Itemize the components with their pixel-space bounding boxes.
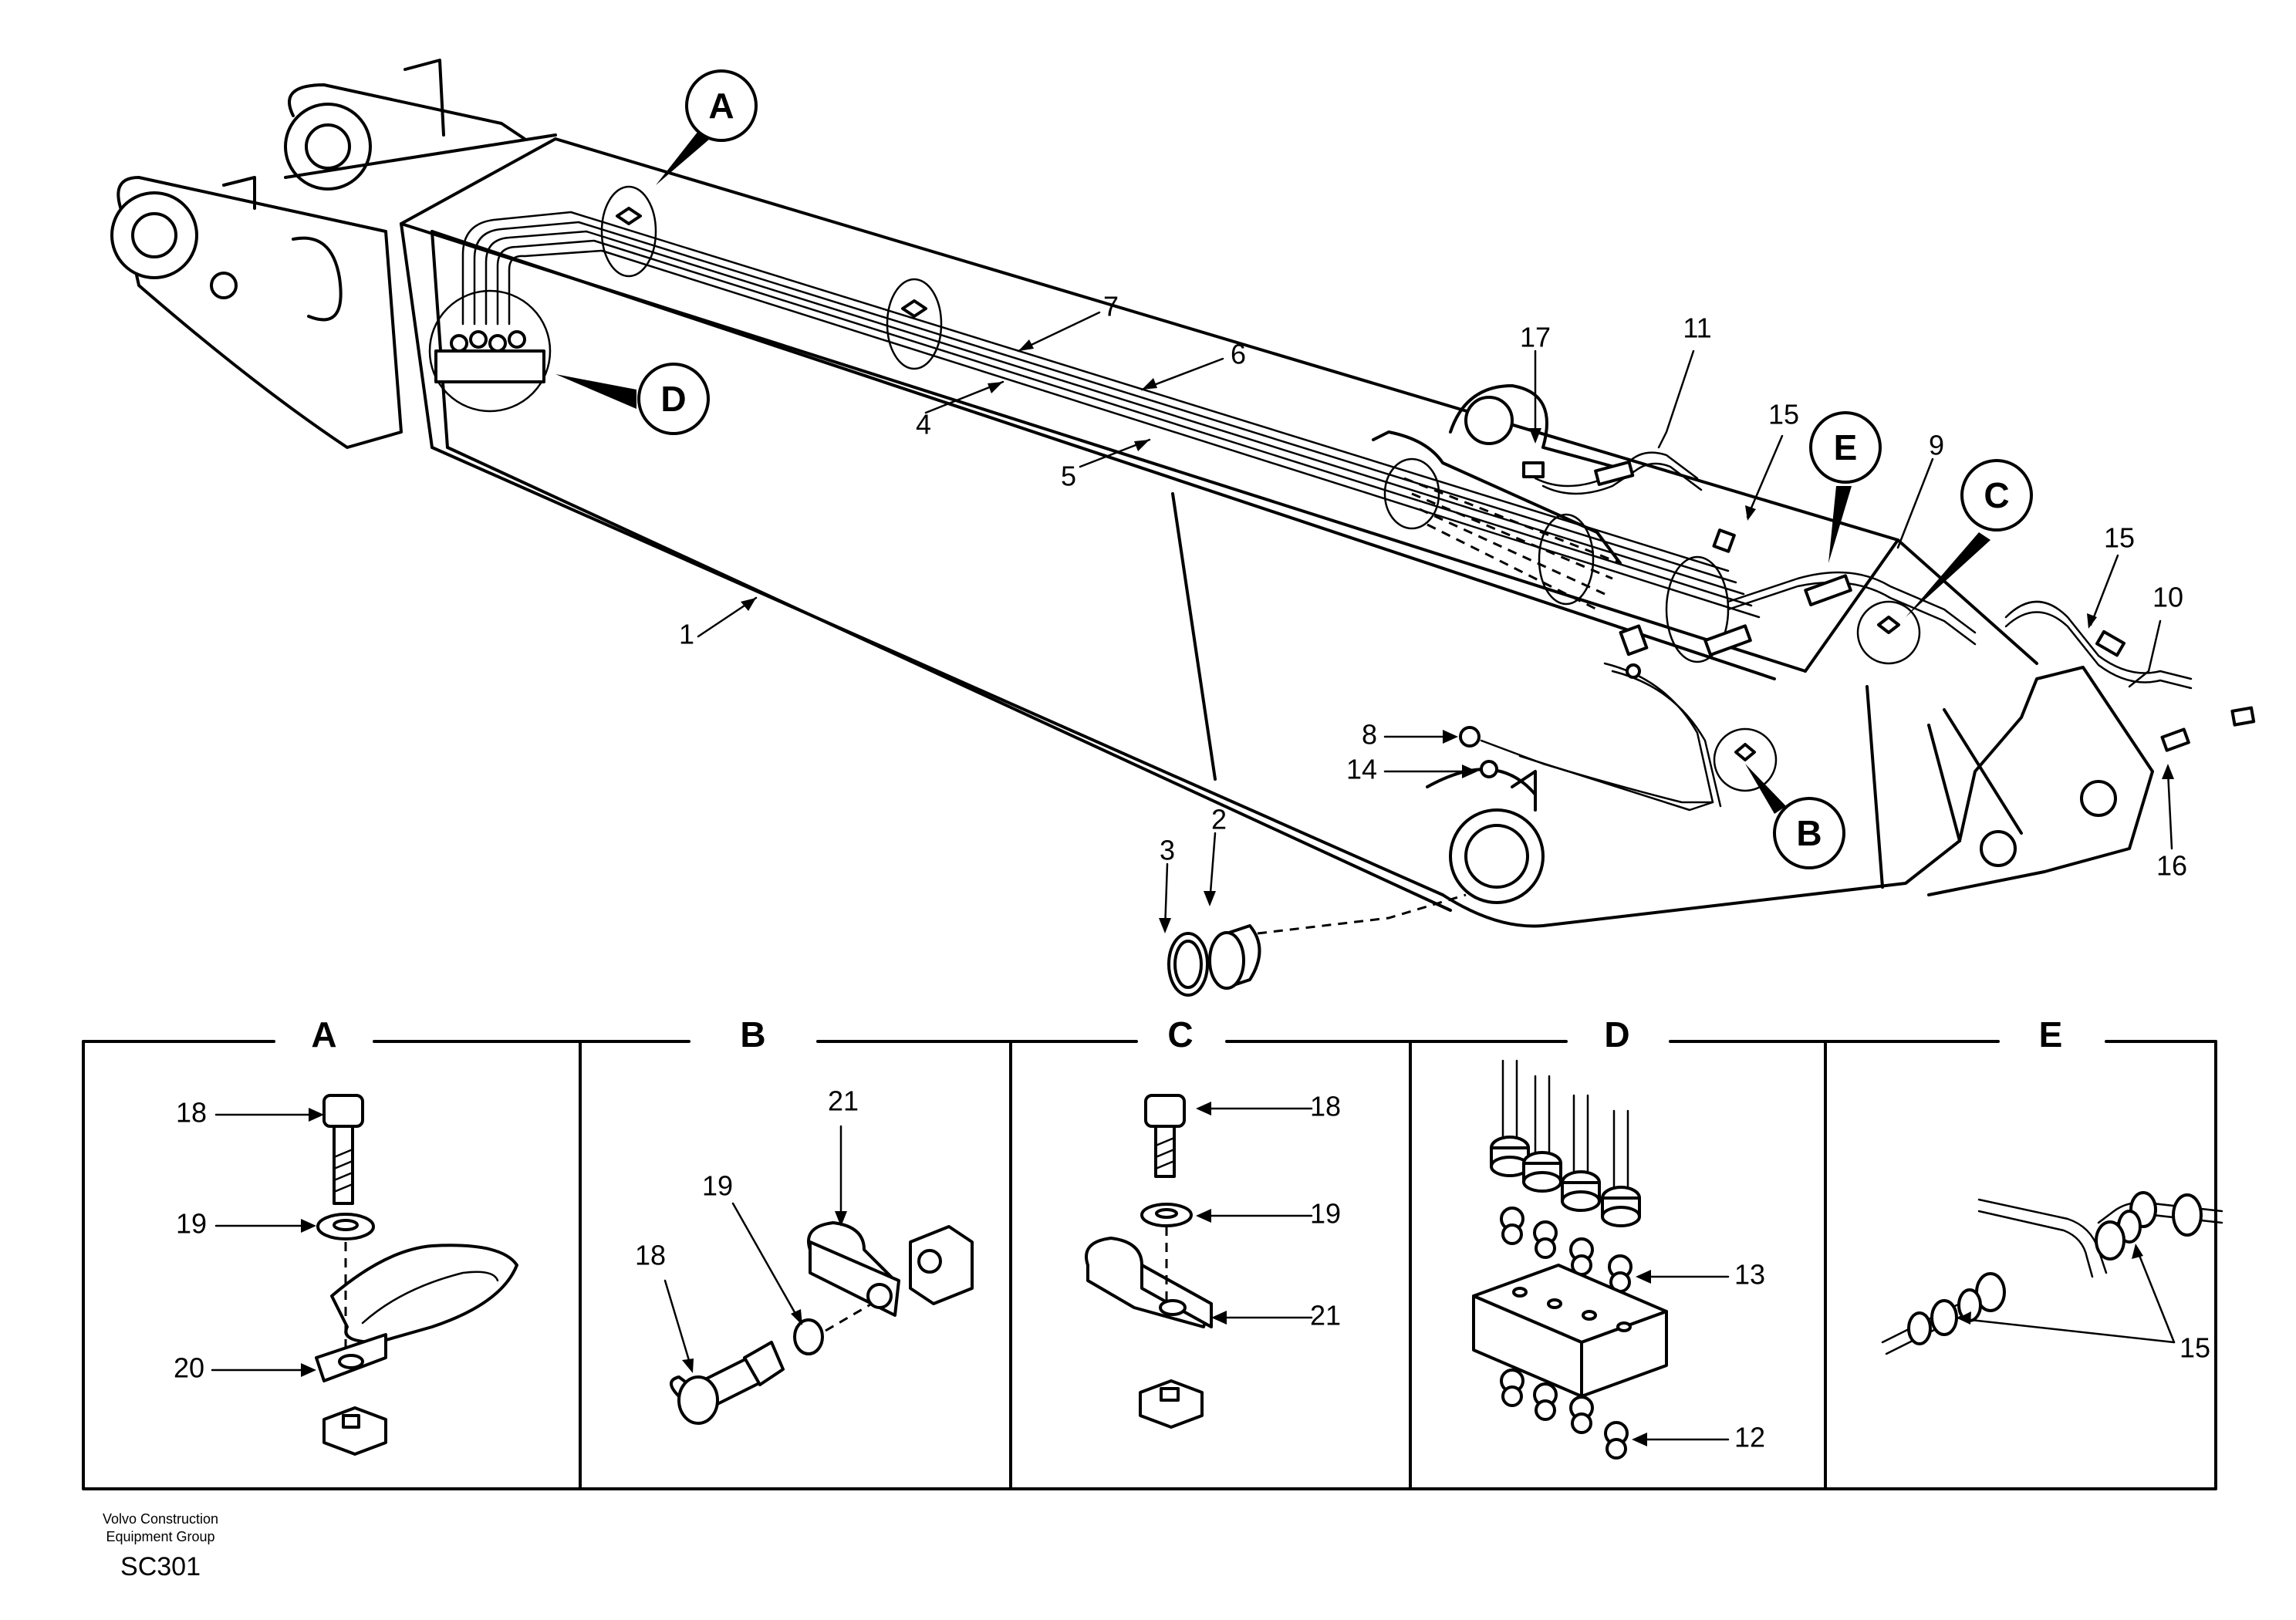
callout-D: D [555,363,710,435]
detail-panel-E: E 15 [1881,1014,2223,1364]
label-12: 12 [1734,1422,1765,1453]
svg-text:E: E [1834,427,1858,467]
part-15: 15 [2104,522,2135,554]
label-18: 18 [176,1097,207,1129]
part-4: 4 [916,409,931,440]
label-13: 13 [1734,1259,1765,1291]
callout-A: A [656,69,758,185]
part-11: 11 [1683,312,1711,344]
drawing-code: SC301 [120,1552,201,1581]
panel-title-A: A [311,1014,336,1055]
part-5: 5 [1061,461,1076,492]
svg-text:A: A [708,86,734,126]
panel-title-C: C [1167,1014,1193,1055]
detail-panel-B: B 21 19 18 [635,1014,974,1425]
panel-title-B: B [740,1014,765,1055]
label-21: 21 [828,1085,859,1117]
part-leaders [697,311,2174,933]
detail-panel-A: A 18 19 20 [174,1014,518,1456]
label-20: 20 [174,1352,204,1384]
part-17: 17 [1520,322,1551,353]
part-10: 10 [2152,582,2183,613]
part-14: 14 [1346,754,1377,785]
detail-panel-D: D 13 12 [1472,1014,1765,1460]
svg-text:B: B [1796,813,1822,853]
part-16: 16 [2156,850,2187,882]
part-6: 6 [1231,339,1246,370]
part-8: 8 [1362,719,1377,751]
label-18: 18 [635,1240,666,1271]
label-21: 21 [1310,1300,1341,1331]
detail-panel-C: C 18 19 21 [1085,1014,1341,1429]
svg-text:C: C [1984,475,2009,515]
label-19: 19 [702,1170,733,1202]
callout-C: C [1906,459,2033,617]
panel-title-E: E [2039,1014,2063,1055]
part-3: 3 [1160,835,1175,866]
part-15: 15 [1768,399,1799,430]
label-18: 18 [1310,1091,1341,1122]
part-7: 7 [1103,291,1119,322]
detail-panels-frame [82,1040,2217,1490]
part-1: 1 [679,619,694,650]
part-numbers: 1 2 3 4 5 6 7 8 9 10 11 14 15 15 16 17 [679,291,2187,882]
label-19: 19 [1310,1198,1341,1230]
callout-E: E [1809,411,1882,563]
label-15: 15 [2180,1332,2210,1364]
callout-B: B [1745,764,1845,869]
boom-assembly [110,59,2256,997]
svg-text:D: D [660,379,686,419]
part-9: 9 [1929,430,1944,461]
company-line-2: Equipment Group [106,1529,214,1544]
company-line-1: Volvo Construction [103,1511,218,1527]
footer: Volvo Construction Equipment Group SC301 [103,1511,218,1581]
label-19: 19 [176,1208,207,1240]
panel-title-D: D [1604,1014,1629,1055]
part-2: 2 [1211,804,1227,835]
